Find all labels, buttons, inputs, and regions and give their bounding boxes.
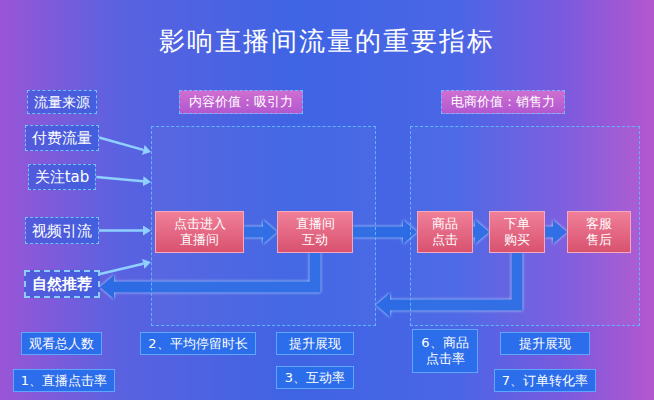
- node-text: 下单 购买: [494, 216, 540, 247]
- metric-box: 1、直播点击率: [13, 369, 115, 393]
- source-box: 付费流量: [25, 125, 99, 151]
- source-arrow: [100, 264, 143, 274]
- source-arrow: [99, 229, 143, 232]
- node-text: 提升展现: [289, 336, 341, 352]
- node-text: 客服 售后: [572, 216, 626, 247]
- metric-box: 3、互动率: [276, 366, 354, 390]
- process-box: 客服 售后: [567, 211, 631, 252]
- node-text: 商品 点击: [422, 216, 468, 247]
- node-text: 3、互动率: [285, 370, 345, 386]
- region-box: 内容价值：吸引力点击进入 直播间直播间 互动: [151, 126, 376, 326]
- process-box: 下单 购买: [489, 211, 545, 252]
- region-heading: 电商价值：销售力: [441, 90, 565, 114]
- metric-box: 7、订单转化率: [494, 369, 596, 393]
- node-text: 7、订单转化率: [502, 373, 588, 389]
- source-arrow: [99, 138, 143, 150]
- region-heading: 内容价值：吸引力: [179, 90, 303, 114]
- node-text: 自然推荐: [32, 275, 92, 293]
- node-text: 流量来源: [34, 94, 90, 111]
- process-box: 商品 点击: [417, 211, 473, 252]
- source-arrow: [96, 177, 143, 181]
- source-box: 自然推荐: [24, 270, 100, 298]
- node-text: 2、平均停留时长: [148, 336, 247, 352]
- node-text: 关注tab: [35, 168, 90, 186]
- node-text: 1、直播点击率: [21, 373, 107, 389]
- node-text: 观看总人数: [29, 336, 94, 352]
- metric-box: 观看总人数: [21, 332, 102, 356]
- source-box: 流量来源: [27, 90, 97, 115]
- source-box: 关注tab: [28, 164, 97, 190]
- node-text: 直播间 互动: [282, 216, 348, 247]
- node-text: 视频引流: [32, 222, 92, 240]
- node-text: 6、商品 点击率: [418, 335, 472, 366]
- metric-box: 提升展现: [500, 332, 590, 356]
- diagram-title: 影响直播间流量的重要指标: [0, 24, 654, 59]
- region-box: 电商价值：销售力商品 点击下单 购买客服 售后: [410, 126, 640, 326]
- node-text: 点击进入 直播间: [160, 216, 239, 247]
- process-box: 直播间 互动: [277, 211, 353, 252]
- metric-box: 提升展现: [276, 332, 354, 356]
- process-box: 点击进入 直播间: [155, 211, 244, 252]
- source-box: 视频引流: [25, 217, 99, 244]
- metric-box: 6、商品 点击率: [412, 329, 478, 373]
- node-text: 付费流量: [32, 129, 92, 147]
- node-text: 提升展现: [519, 336, 571, 352]
- metric-box: 2、平均停留时长: [140, 332, 255, 356]
